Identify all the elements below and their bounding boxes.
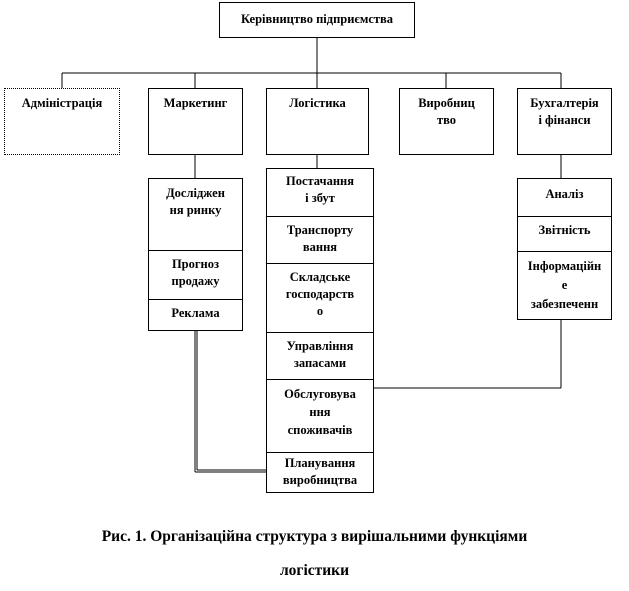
- marketing-function: Реклама: [149, 299, 242, 330]
- logistics-function: Транспорту вання: [267, 216, 373, 263]
- management-box: Керівництво підприємства: [219, 2, 415, 38]
- department-marketing: Маркетинг: [148, 88, 243, 155]
- logistics-function: Управління запасами: [267, 332, 373, 379]
- finance-function-stack: Аналіз Звітність Інформаційн е забезпече…: [517, 178, 612, 320]
- department-finance: Бухгалтерія і фінанси: [517, 88, 612, 155]
- logistics-function: Постачання і збут: [285, 174, 355, 205]
- department-production: Виробниц тво: [399, 88, 494, 155]
- marketing-function-stack: Досліджен ня ринку Прогноз продажу Рекла…: [148, 178, 243, 331]
- finance-function: Звітність: [518, 216, 611, 251]
- finance-function: Інформаційн е забезпеченн: [518, 251, 611, 319]
- department-admin: Адміністрація: [4, 88, 120, 155]
- logistics-function: Обслуговува ння споживачів: [267, 379, 373, 452]
- logistics-function-stack: Постачання і збут Транспорту вання Склад…: [266, 168, 374, 493]
- logistics-function: Складське господарств о: [267, 263, 373, 332]
- figure-caption-line1: Рис. 1. Організаційна структура з виріша…: [101, 528, 528, 545]
- logistics-function: Планування виробництва: [267, 452, 373, 492]
- department-logistics: Логістика: [266, 88, 369, 155]
- finance-function: Аналіз: [545, 187, 584, 201]
- marketing-function: Досліджен ня ринку: [166, 186, 225, 217]
- figure-caption-line2: логістики: [279, 562, 350, 579]
- marketing-function: Прогноз продажу: [149, 250, 242, 299]
